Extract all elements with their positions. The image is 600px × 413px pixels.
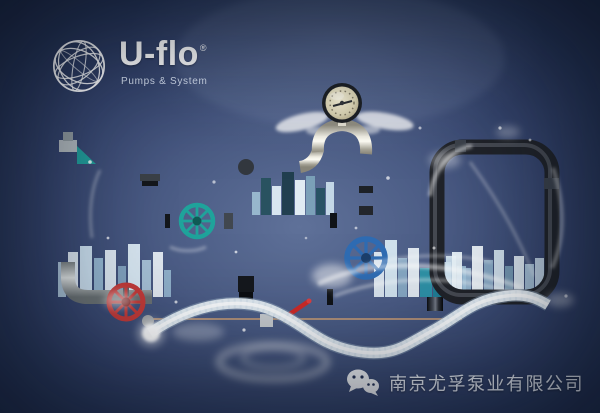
water-splash-ring [215, 341, 331, 383]
tap-handle-icon [77, 146, 96, 164]
letter-f-pipes [238, 148, 337, 300]
wechat-icon [347, 369, 379, 396]
flexible-hose [137, 288, 552, 360]
logo-tagline: Pumps & System [121, 76, 208, 87]
water-splash-blobs [104, 126, 574, 341]
water-droplets [88, 126, 568, 332]
logo-wordmark: U-flo® [119, 37, 208, 71]
logo-text: U-flo [119, 35, 199, 73]
registered-mark: ® [199, 43, 207, 53]
city-skyline-f [252, 172, 334, 215]
blue-handwheel-valve [344, 236, 388, 280]
teal-handwheel-valve [178, 202, 216, 240]
pressure-gauge [322, 83, 362, 123]
company-name: 南京尤孚泵业有限公司 [389, 374, 584, 394]
globe-swirl-icon [52, 39, 106, 93]
footer: 南京尤孚泵业有限公司 [346, 368, 584, 398]
light-glow [175, 0, 505, 128]
brand-logo: U-flo® Pumps & System [50, 37, 208, 95]
letter-u-pipes [59, 132, 160, 304]
